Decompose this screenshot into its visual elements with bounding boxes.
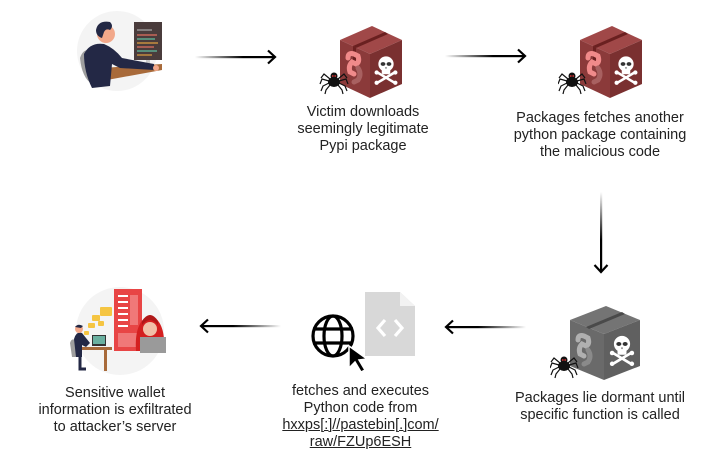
- step-dormant-label: Packages lie dormant until specific func…: [514, 390, 686, 423]
- exfiltration-illustration: [62, 285, 172, 377]
- dormant-package-box-icon: [550, 306, 640, 380]
- arrow-left-1: [443, 319, 528, 335]
- step-fetch-another-label: Packages fetches another python package …: [513, 110, 687, 160]
- step-execute-label: fetches and executes Python code from hx…: [263, 383, 458, 451]
- malicious-package-box-icon: [319, 26, 402, 98]
- step-exfiltrate-label: Sensitive wallet information is exfiltra…: [38, 385, 192, 435]
- data-exfiltration-hacker-icon: [70, 287, 166, 375]
- cursor-icon: [348, 344, 369, 373]
- globe-icon: [311, 314, 355, 358]
- pastebin-url-line-1[interactable]: hxxps[:]//pastebin[.]com/: [282, 417, 439, 433]
- arrow-right-1: [195, 49, 280, 65]
- globe-code-illustration: [305, 288, 420, 378]
- arrow-left-2: [198, 318, 283, 334]
- step-download-label: Victim downloads seemingly legitimate Py…: [297, 104, 429, 154]
- arrow-right-2: [445, 48, 530, 64]
- dormant-package: [550, 300, 646, 384]
- malicious-package-box-icon: [558, 26, 642, 98]
- malicious-package-1: [318, 22, 408, 102]
- arrow-down: [593, 192, 609, 276]
- globe-cursor-code-file-icon: [311, 292, 415, 373]
- victim-developer-illustration: [62, 8, 172, 94]
- malicious-package-2: [558, 22, 648, 102]
- pastebin-url-line-2[interactable]: raw/FZUp6ESH: [309, 434, 412, 450]
- code-file-icon: [365, 292, 415, 356]
- developer-at-computer-icon: [77, 11, 162, 91]
